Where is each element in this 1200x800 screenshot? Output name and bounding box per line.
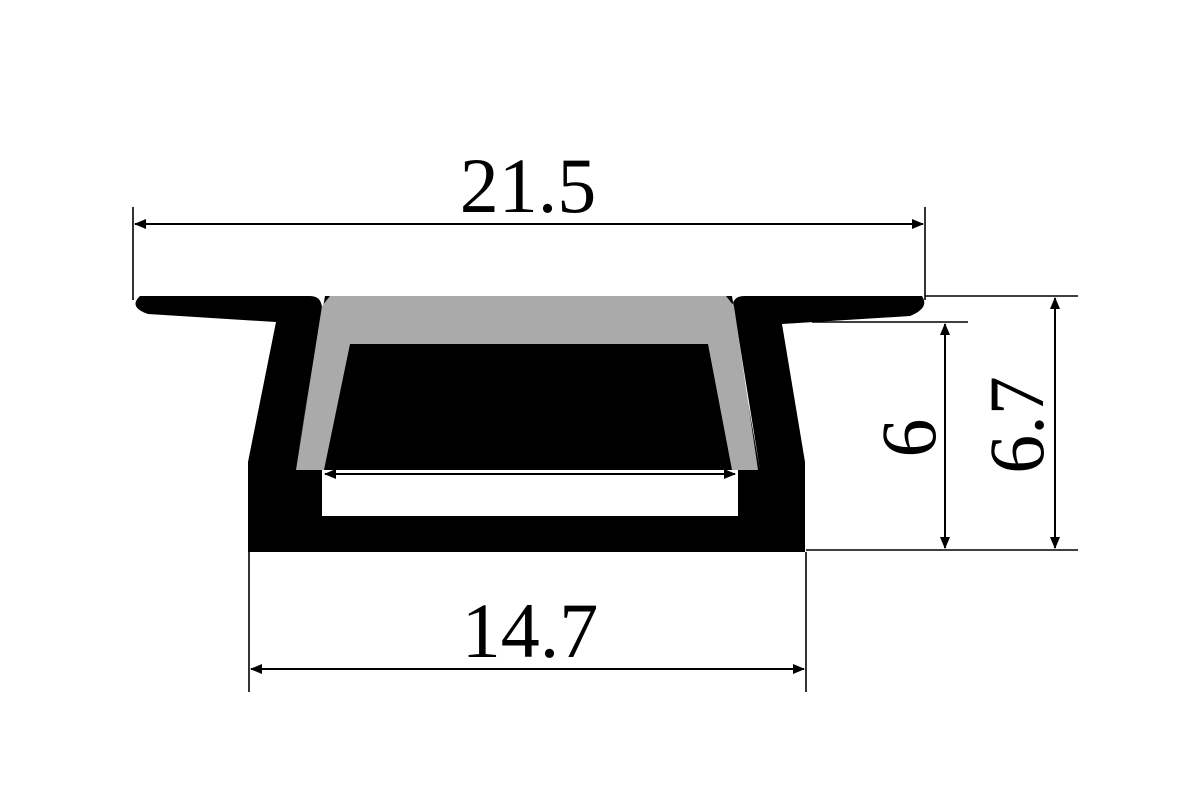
dimension-label-base-width: 14.7 — [462, 587, 599, 674]
dimension-label-channel-depth: 6 — [865, 419, 952, 458]
dimension-label-inner-width: 11.7 — [459, 395, 593, 482]
dimension-label-overall-width: 21.5 — [460, 142, 597, 229]
diffuser-cover — [296, 296, 758, 470]
dimension-label-total-height: 6.7 — [973, 376, 1060, 474]
